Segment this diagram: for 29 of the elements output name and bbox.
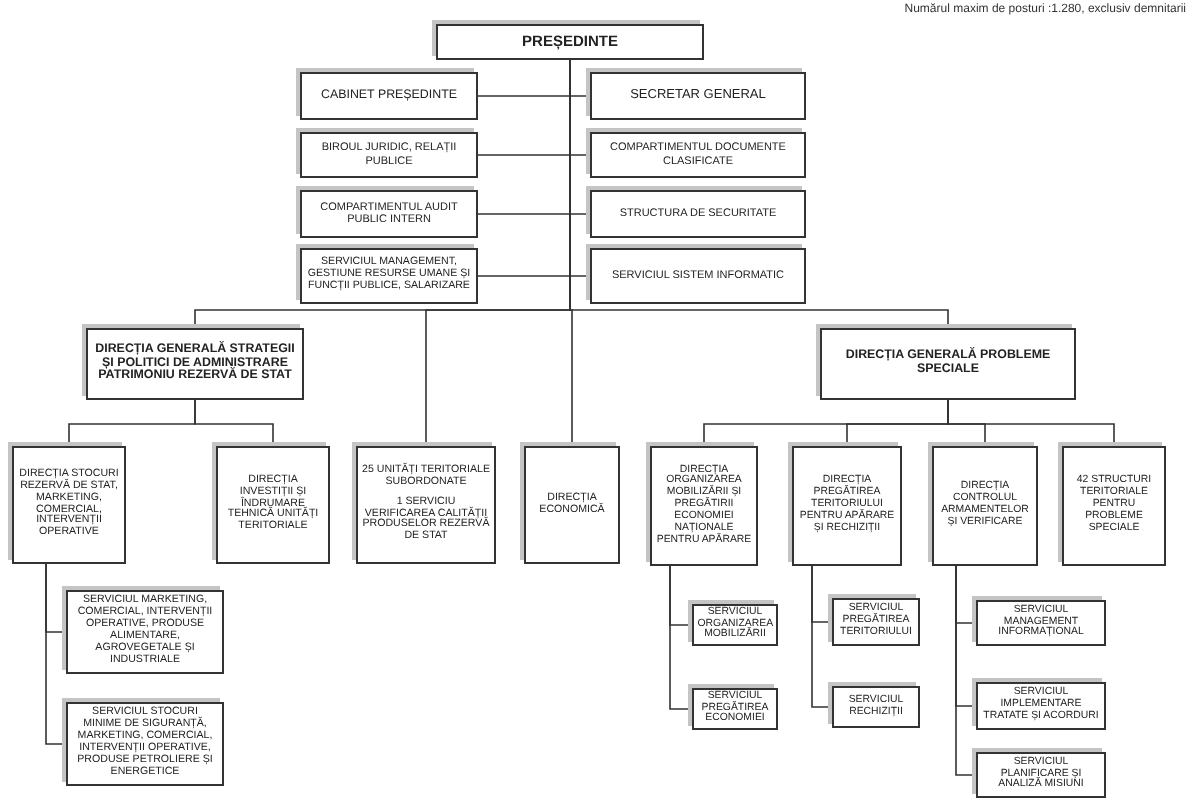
connector-line: [811, 565, 833, 708]
org-unit-box: [590, 248, 806, 304]
org-unit-box: [1062, 446, 1166, 566]
org-unit-box: [976, 752, 1106, 798]
org-unit-box: [300, 190, 478, 238]
org-unit-box: [976, 600, 1106, 646]
org-unit-box: [590, 132, 806, 178]
directorate-box: [86, 328, 304, 400]
org-unit-box: [524, 446, 620, 564]
head-box: [436, 24, 704, 60]
org-unit-box: [216, 446, 330, 564]
org-unit-box: [356, 446, 496, 564]
org-unit-box: [590, 190, 806, 238]
org-unit-box: [832, 686, 920, 728]
org-unit-box: [300, 72, 478, 120]
org-unit-box: [932, 446, 1038, 566]
org-unit-box: [590, 72, 806, 120]
org-unit-box: [692, 688, 778, 730]
org-unit-box: [300, 248, 478, 304]
connector-line: [45, 563, 67, 745]
org-unit-box: [300, 132, 478, 178]
connector-line: [669, 565, 693, 710]
connector-line: [955, 565, 977, 776]
org-unit-box: [12, 446, 126, 564]
connector-line: [947, 399, 1115, 447]
org-unit-box: [650, 446, 758, 566]
directorate-box: [820, 328, 1076, 400]
connector-line: [194, 399, 274, 447]
org-unit-box: [792, 446, 902, 566]
